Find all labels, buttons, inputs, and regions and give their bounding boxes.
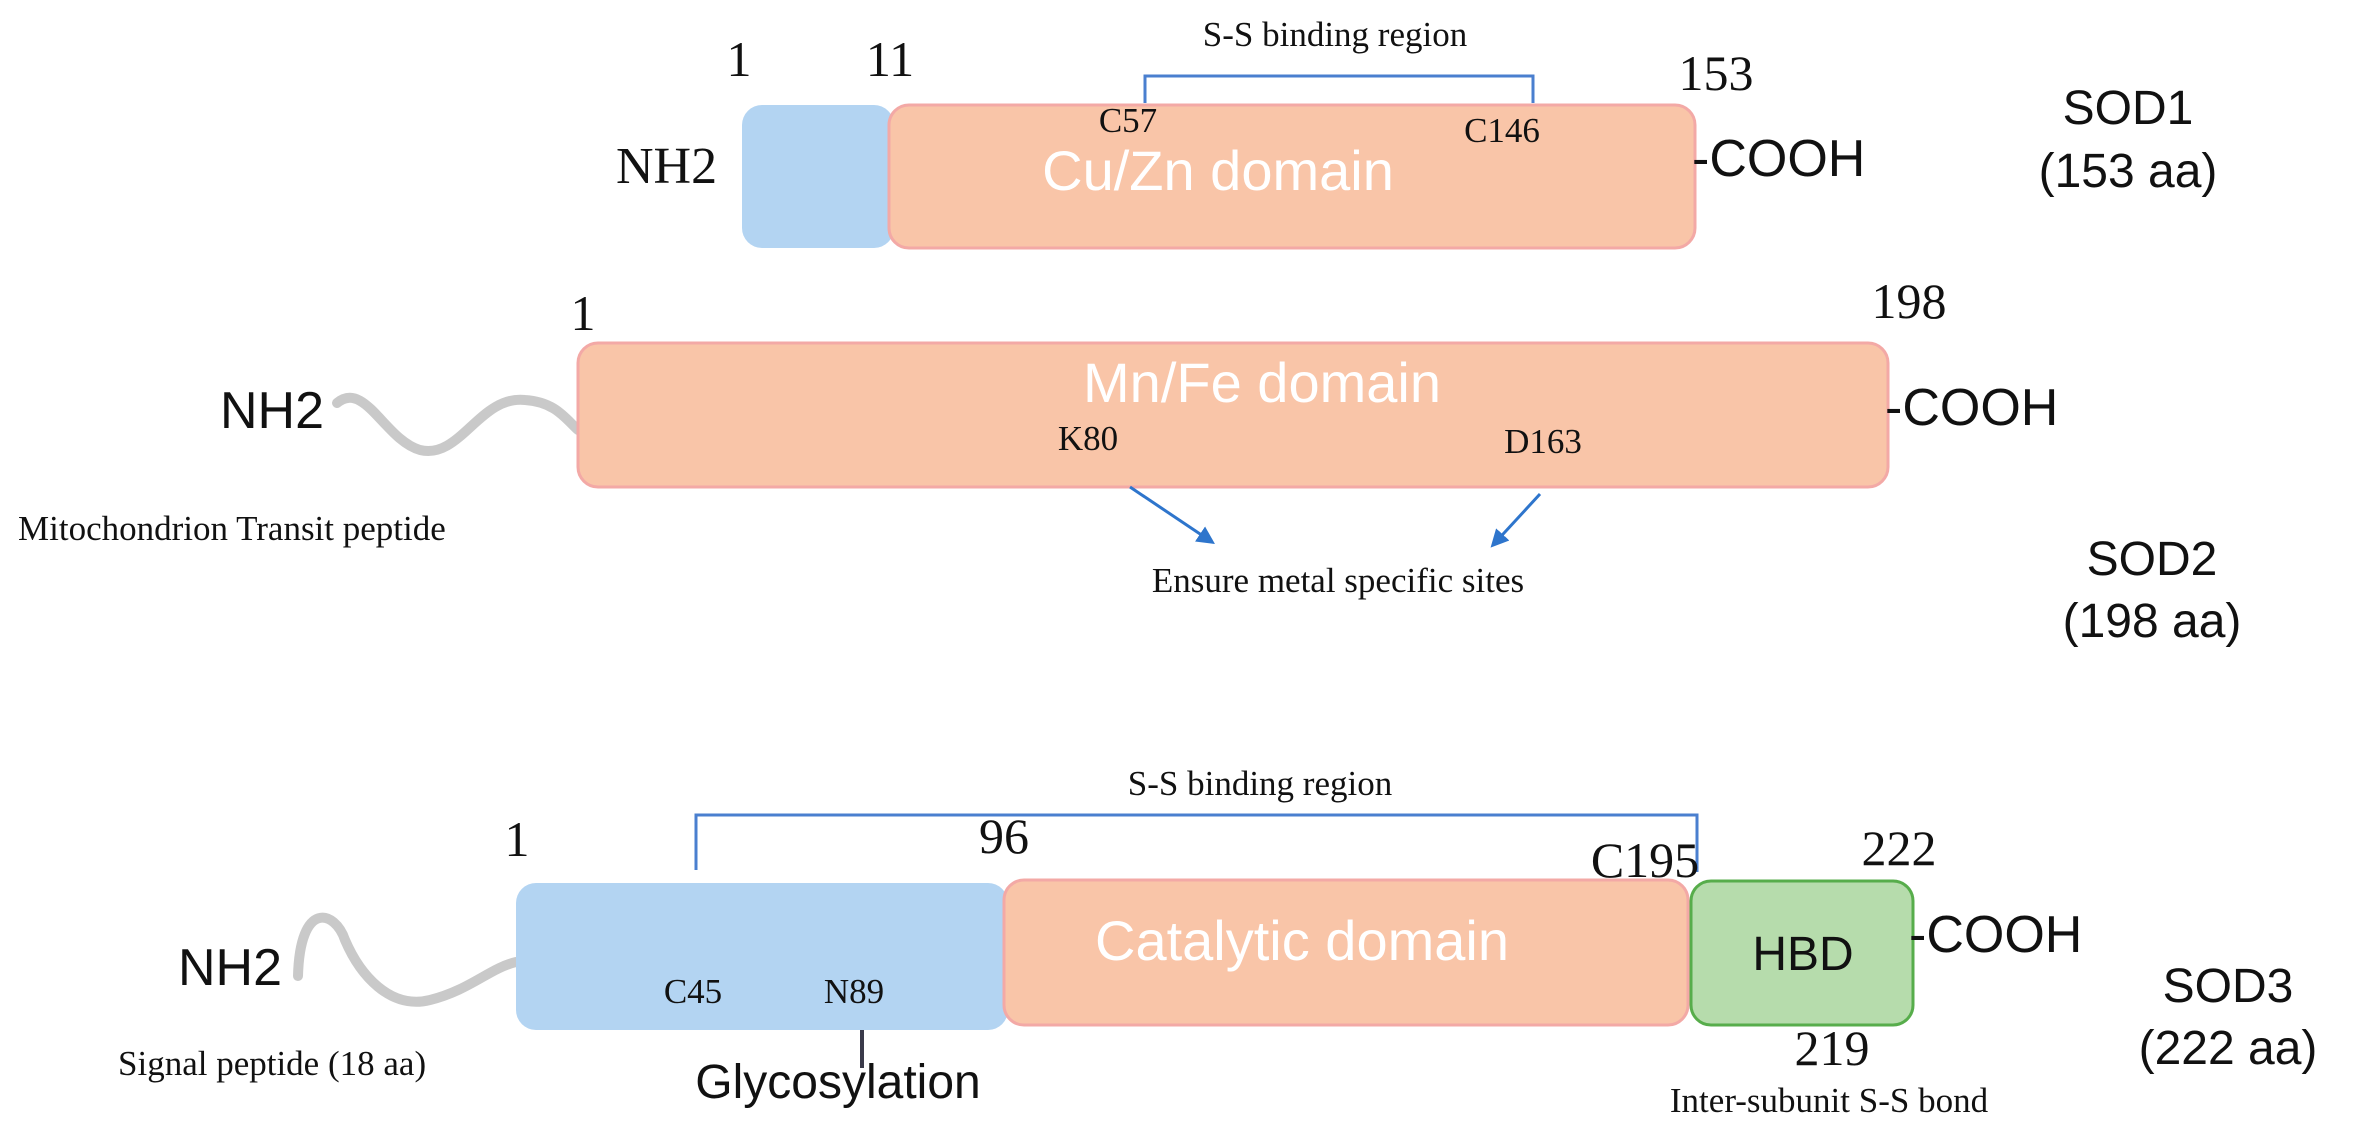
sod3-inter-subunit-label: Inter-subunit S-S bond xyxy=(1670,1081,1989,1120)
sod2-k80-arrow xyxy=(1129,485,1215,545)
sod1-pos-end: 153 xyxy=(1679,45,1754,101)
sod3-catalytic-domain-box xyxy=(1002,878,1690,1027)
sod1-pos-11: 11 xyxy=(866,31,914,87)
sod2-transit-label: Mitochondrion Transit peptide xyxy=(18,509,446,548)
sod3-ss-region-label: S-S binding region xyxy=(1128,764,1392,803)
sod3-n-terminal-box xyxy=(516,883,1008,1030)
sod3-ss-bracket xyxy=(694,813,1699,872)
sod1-ss-bracket xyxy=(1143,74,1535,103)
sod2-nh2-label: NH2 xyxy=(220,382,324,440)
sod2-mnfe-domain-box xyxy=(576,341,1890,489)
sod3-pos-end: 222 xyxy=(1862,820,1937,876)
sod2-metal-sites-label: Ensure metal specific sites xyxy=(1152,561,1524,600)
sod3-pos-219: 219 xyxy=(1795,1020,1870,1076)
sod1-length: (153 aa) xyxy=(2039,145,2218,198)
sod3-pos-c195: C195 xyxy=(1591,832,1699,888)
sod2-length: (198 aa) xyxy=(2063,595,2242,648)
sod1-ss-region-label: S-S binding region xyxy=(1203,15,1467,54)
sod3-pos-start: 1 xyxy=(505,811,530,867)
sod2-k80-label: K80 xyxy=(1058,419,1118,458)
sod3-n89-label: N89 xyxy=(824,972,884,1011)
sod3-signal-peptide-tail xyxy=(293,912,521,1007)
sod2-cooh-label: -COOH xyxy=(1885,379,2058,437)
sod1-domain-label: Cu/Zn domain xyxy=(1042,139,1394,202)
sod1-pos-start: 1 xyxy=(727,31,752,87)
sod2-pos-end: 198 xyxy=(1872,273,1947,329)
sod3-hbd-label: HBD xyxy=(1752,928,1853,981)
sod1-n-terminal-box xyxy=(742,105,894,248)
sod1-nh2-label: NH2 xyxy=(616,138,717,195)
sod2-d163-arrow xyxy=(1490,492,1542,548)
sod3-domain-label: Catalytic domain xyxy=(1095,909,1509,972)
sod3-glycosylation-label: Glycosylation xyxy=(695,1056,980,1109)
sod3-c45-label: C45 xyxy=(664,972,722,1011)
sod1-c57-label: C57 xyxy=(1099,101,1157,140)
sod3-nh2-label: NH2 xyxy=(178,939,282,997)
sod1-cuzn-domain-box xyxy=(887,103,1697,250)
sod2-transit-peptide-tail xyxy=(332,392,583,457)
sod1-cooh-label: -COOH xyxy=(1692,130,1865,188)
sod2-d163-label: D163 xyxy=(1504,422,1582,461)
sod3-hbd-box xyxy=(1689,879,1915,1027)
sod3-length: (222 aa) xyxy=(2139,1022,2318,1075)
sod3-signal-label: Signal peptide (18 aa) xyxy=(118,1044,426,1083)
sod1-group: S-S binding region 1 11 153 C57 C146 Cu/… xyxy=(616,15,2218,250)
sod3-cooh-label: -COOH xyxy=(1909,906,2082,964)
sod2-domain-label: Mn/Fe domain xyxy=(1083,351,1441,414)
sod1-c146-label: C146 xyxy=(1464,111,1540,150)
sod1-name: SOD1 xyxy=(2063,82,2194,135)
sod2-group: 1 198 Mn/Fe domain K80 D163 Ensure metal… xyxy=(18,273,2241,648)
sod3-group: S-S binding region 1 96 C195 222 219 Cat… xyxy=(118,764,2317,1120)
sod2-name: SOD2 xyxy=(2087,533,2218,586)
sod3-name: SOD3 xyxy=(2163,960,2294,1013)
sod2-pos-start: 1 xyxy=(571,285,596,341)
sod3-pos-96: 96 xyxy=(979,808,1029,864)
